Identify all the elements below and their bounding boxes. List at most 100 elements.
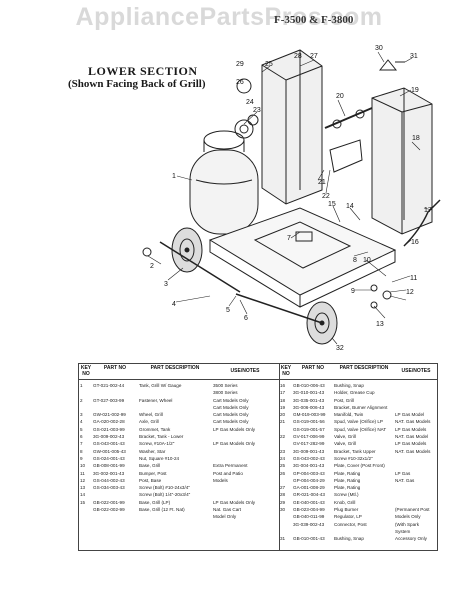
manifold <box>324 107 373 173</box>
callout-17: 17 <box>424 207 432 214</box>
use-notes-cell: NAT. Gas <box>395 477 415 483</box>
use-notes-cell: (With Spark <box>395 521 419 527</box>
part-no-cell: GP-004-003-43 <box>293 470 325 476</box>
key-no-cell: 25 <box>280 463 286 469</box>
part-no-cell: GS-021-003-99 <box>93 426 125 432</box>
callout-23: 23 <box>253 107 261 114</box>
key-no-cell: 26 <box>280 470 286 476</box>
key-no-cell: 1 <box>80 383 83 388</box>
callout-27: 27 <box>310 53 318 60</box>
key-no-cell: 2 <box>80 397 83 403</box>
key-no-cell: 17 <box>280 390 286 396</box>
regulator-hose <box>403 199 441 247</box>
key-no-cell: 29 <box>280 499 286 505</box>
header-part-no-left: PART NO <box>103 365 127 371</box>
key-no-cell: 3 <box>80 412 83 418</box>
section-title: LOWER SECTION <box>88 64 198 78</box>
key-no-cell: 19 <box>280 404 286 410</box>
callout-19: 19 <box>411 87 419 94</box>
description-cell: Screw, #10A-1/2" <box>139 441 175 447</box>
part-no-cell: GS-019-001-56 <box>293 419 325 425</box>
part-no-cell: GA-020-002-28 <box>93 419 125 425</box>
axle <box>159 241 241 293</box>
callout-2: 2 <box>150 263 154 270</box>
key-no-cell: 18 <box>280 397 286 403</box>
part-no-cell: GP-004-004-29 <box>293 477 325 483</box>
table-row: GV-017-282-99 Valve, Grill LP Gas Models <box>280 440 438 447</box>
use-notes-cell: System <box>395 528 411 534</box>
callout-4: 4 <box>172 301 176 308</box>
part-no-cell: GB-010-001-43 <box>293 536 325 542</box>
description-cell: Wheel, Grill <box>139 412 163 418</box>
part-no-cell: 3G-009-001-43 <box>293 448 325 454</box>
use-notes-cell: LP Gas Models <box>395 441 427 447</box>
callout-12: 12 <box>406 289 414 296</box>
use-notes-cell: Cart Models Only <box>213 397 249 403</box>
part-no-cell: GT-027-003-99 <box>93 397 125 403</box>
part-no-cell: GA-001-008-29 <box>293 485 325 491</box>
use-notes-cell: (Permanent Post <box>395 507 430 513</box>
part-no-cell: GB-023-004-99 <box>293 507 325 513</box>
description-cell: Post, Grill <box>334 397 354 403</box>
header-description-right: PART DESCRIPTION <box>339 365 389 371</box>
key-no-cell: 4 <box>80 419 83 425</box>
callout-6: 6 <box>244 315 248 322</box>
key-no-cell: 12 <box>80 477 86 483</box>
use-notes-cell: Cart Models Only <box>213 412 249 418</box>
description-cell: Screw (Bolt) #10-24x3/4" <box>139 485 190 491</box>
description-cell: Valve, Grill <box>334 441 356 447</box>
callout-11: 11 <box>410 275 417 282</box>
description-cell: Bracket, Tank Upper <box>334 448 376 454</box>
part-no-cell: 3G-035-001-43 <box>293 397 325 403</box>
part-no-cell: GB-022-001-99 <box>93 499 125 505</box>
callout-18: 18 <box>412 135 420 142</box>
description-cell: Base, Grill <box>139 463 161 469</box>
key-no-cell: 13 <box>80 485 86 491</box>
key-no-cell: 14 <box>80 492 86 498</box>
part-no-cell: GV-017-282-99 <box>293 441 325 447</box>
use-notes-cell: Model Only <box>213 514 237 520</box>
use-notes-cell: LP Gas Model <box>395 412 425 418</box>
description-cell: Bumper, Post <box>139 470 167 476</box>
table-row: Cart Models Only <box>80 404 278 411</box>
use-notes-cell: NAT. Gas Models <box>395 419 431 425</box>
part-no-cell: GS-034-003-43 <box>93 485 125 491</box>
description-cell: Manifold, Twin <box>334 412 364 418</box>
parts-list-table: KEY NO PART NO PART DESCRIPTION USE/NOTE… <box>78 363 438 551</box>
part-no-cell: GS-019-001-57 <box>293 426 325 432</box>
key-no-cell: 30 <box>280 507 286 513</box>
description-cell: Spud, Valve (Orifice) LP <box>334 419 383 425</box>
description-cell: Post, Base <box>139 477 162 483</box>
callout-1: 1 <box>172 173 176 180</box>
use-notes-cell: LP Gas <box>395 470 411 476</box>
description-cell: Holder, Grease Cup <box>334 390 375 396</box>
description-cell: Connector, Post <box>334 521 367 527</box>
part-no-cell: GS-043-002-43 <box>293 455 325 461</box>
part-no-cell: GT-021-002-44 <box>93 383 125 388</box>
header-description-left: PART DESCRIPTION <box>150 365 200 371</box>
table-row: 18 3G-035-001-43 Post, Grill <box>280 397 438 404</box>
callout-3: 3 <box>164 281 168 288</box>
part-no-cell: 3G-002-001-43 <box>93 470 125 476</box>
description-cell: Screw (Mtl.) <box>334 492 359 498</box>
header-key-no-right: KEY NO <box>280 365 292 377</box>
description-cell: Grommet, Tank <box>139 426 171 432</box>
